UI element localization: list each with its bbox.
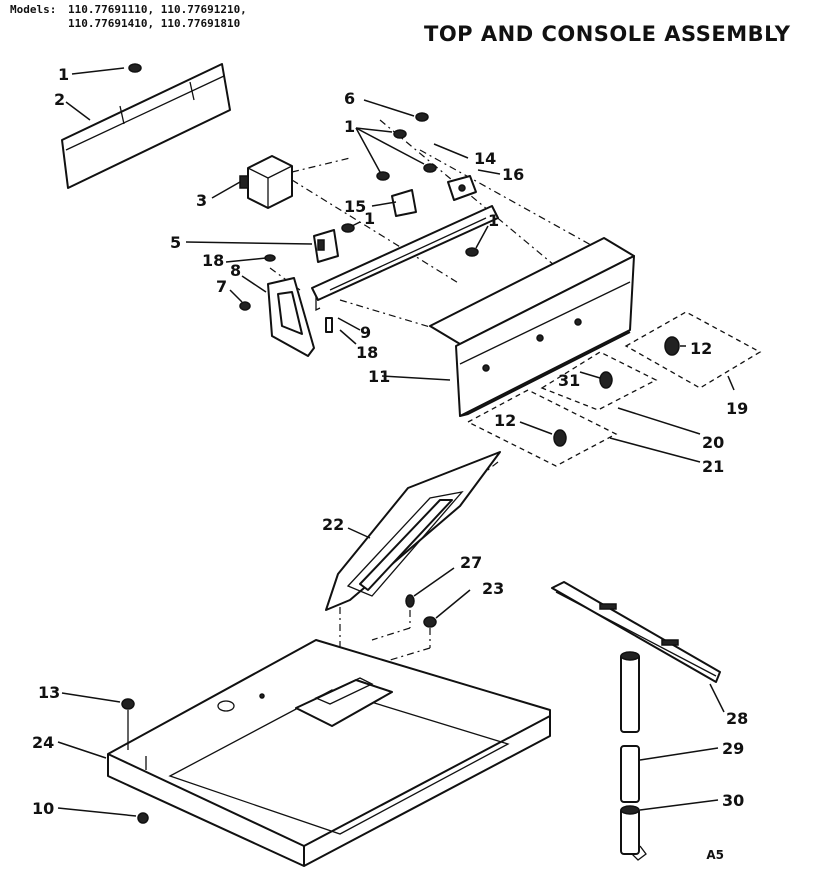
- callout-27: 27: [460, 553, 482, 572]
- callout-18: 18: [202, 251, 224, 270]
- part-11-console: [429, 237, 635, 417]
- callout-20: 20: [702, 433, 724, 452]
- models-header: Models: 110.77691110, 110.77691210, 110.7…: [10, 3, 247, 31]
- part-1-screw-top-left: [128, 63, 142, 73]
- callout-21: 21: [702, 457, 724, 476]
- dashed-region-21: [466, 389, 618, 467]
- callout-19: 19: [726, 399, 748, 418]
- callout-3: 3: [196, 191, 207, 210]
- callout-31: 31: [558, 371, 580, 390]
- leader-lines: [57, 67, 735, 817]
- callout-numbers: 1 2 3 6 1 14 16 15 1 1 5 18 8 7 9 18 11 …: [32, 65, 748, 818]
- callout-8: 8: [230, 261, 241, 280]
- callout-29: 29: [722, 739, 744, 758]
- callout-16: 16: [502, 165, 524, 184]
- part-3-timer-motor: [239, 155, 293, 209]
- callout-13: 13: [38, 683, 60, 702]
- callout-14: 14: [474, 149, 496, 168]
- callout-12: 12: [690, 339, 712, 358]
- part-16-bracket: [447, 175, 477, 201]
- part-7-clip: [239, 301, 251, 311]
- diagram-title: TOP AND CONSOLE ASSEMBLY: [424, 22, 791, 46]
- callout-24: 24: [32, 733, 54, 752]
- models-label: Models:: [10, 3, 57, 16]
- callout-1: 1: [488, 211, 499, 230]
- part-1-screws-cluster: [341, 129, 479, 257]
- callout-23: 23: [482, 579, 504, 598]
- callout-12: 12: [494, 411, 516, 430]
- callout-2: 2: [54, 90, 65, 109]
- callout-7: 7: [216, 277, 227, 296]
- part-22-frame: [325, 451, 501, 611]
- callout-9: 9: [360, 323, 371, 342]
- callout-1: 1: [364, 209, 375, 228]
- part-23-nut: [423, 616, 437, 628]
- callout-5: 5: [170, 233, 181, 252]
- callout-22: 22: [322, 515, 344, 534]
- part-9-rail: [311, 205, 499, 312]
- part-10-screw: [137, 812, 149, 824]
- part-2-panel: [61, 63, 231, 189]
- callout-1: 1: [58, 65, 69, 84]
- part-28-support: [551, 581, 721, 683]
- part-13-bumper: [121, 698, 135, 750]
- models-line-1: 110.77691110, 110.77691210,: [68, 3, 247, 16]
- part-27-grommet: [405, 594, 415, 608]
- callout-18: 18: [356, 343, 378, 362]
- dashed-region-20: [540, 351, 658, 411]
- dashed-region-19: [624, 311, 762, 389]
- callout-1: 1: [344, 117, 355, 136]
- callout-6: 6: [344, 89, 355, 108]
- callout-10: 10: [32, 799, 54, 818]
- part-8-end-bracket: [267, 277, 315, 357]
- part-15-bracket: [391, 189, 417, 217]
- alignment-lines: [269, 119, 631, 720]
- part-30-foot: [620, 805, 647, 861]
- callout-28: 28: [726, 709, 748, 728]
- callout-15: 15: [344, 197, 366, 216]
- part-29-rods: [620, 651, 640, 803]
- part-24-top-panel: [107, 639, 551, 867]
- part-5-switch: [313, 229, 339, 263]
- callout-11: 11: [368, 367, 390, 386]
- callout-30: 30: [722, 791, 744, 810]
- corner-mark: A5: [706, 848, 724, 862]
- part-6-screw: [415, 112, 429, 122]
- models-line-2: 110.77691410, 110.77691810: [68, 17, 241, 30]
- knobs: [553, 336, 680, 447]
